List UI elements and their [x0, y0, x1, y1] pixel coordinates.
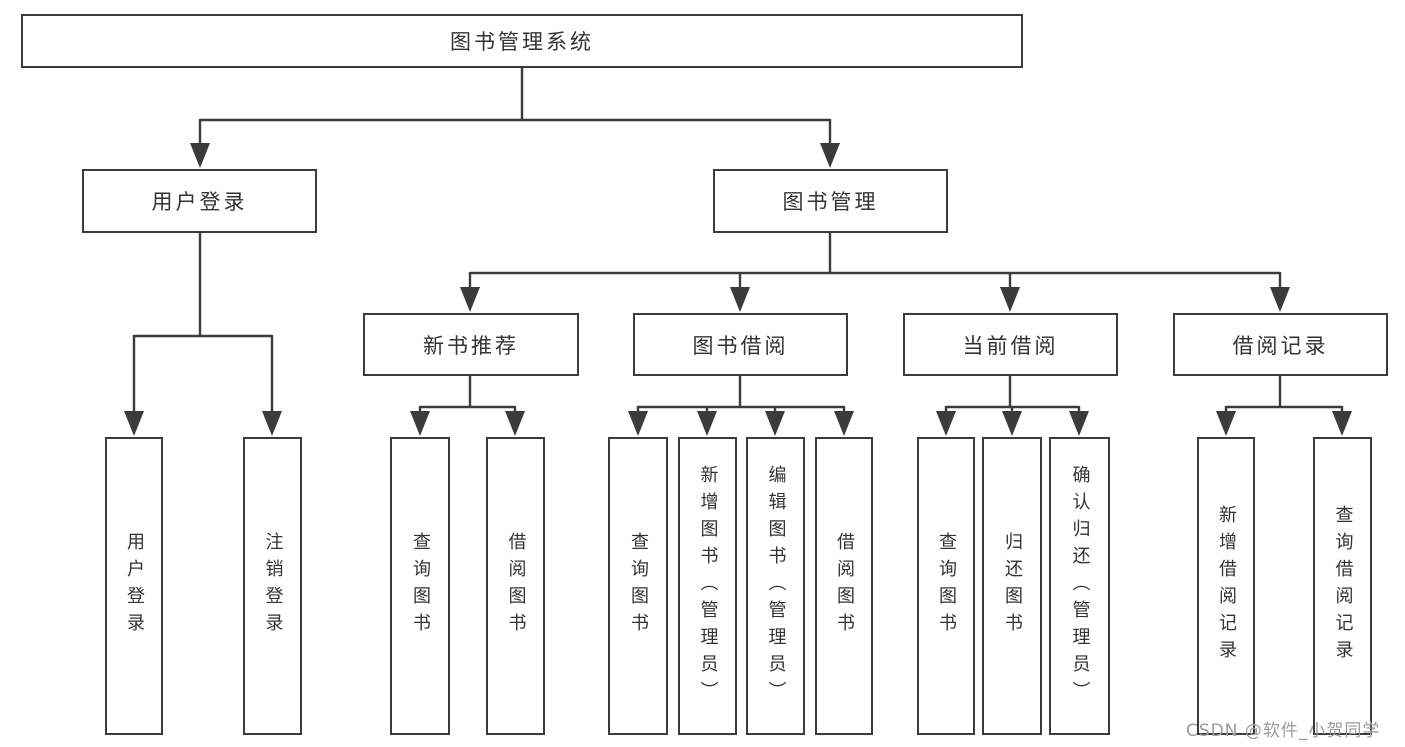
node-label: 确认归还（管理员）	[1069, 464, 1091, 708]
node-leaf-edit-books-admin: 编辑图书（管理员）	[746, 437, 805, 735]
node-label: 新增借阅记录	[1216, 505, 1237, 667]
node-borrow-records: 借阅记录	[1173, 313, 1388, 376]
node-label: 图书管理系统	[450, 30, 594, 54]
node-label: 新书推荐	[423, 333, 519, 358]
node-label: 归还图书	[1002, 532, 1023, 640]
node-label: 编辑图书（管理员）	[765, 464, 787, 708]
node-book-borrowing: 图书借阅	[633, 313, 848, 376]
node-label: 用户登录	[124, 532, 145, 640]
node-label: 图书管理	[782, 190, 879, 214]
node-leaf-confirm-return-admin: 确认归还（管理员）	[1049, 437, 1110, 735]
node-leaf-return-books: 归还图书	[982, 437, 1042, 735]
node-root-library-system: 图书管理系统	[21, 14, 1023, 68]
node-label: 查询图书	[410, 532, 431, 640]
node-leaf-borrow-books-2: 借阅图书	[815, 437, 873, 735]
node-leaf-add-books-admin: 新增图书（管理员）	[678, 437, 737, 735]
node-label: 新增图书（管理员）	[697, 464, 719, 708]
node-user-login: 用户登录	[82, 169, 317, 233]
node-label: 查询借阅记录	[1332, 505, 1354, 667]
node-leaf-query-books-2: 查询图书	[608, 437, 668, 735]
node-label: 注销登录	[262, 532, 284, 640]
node-label: 借阅图书	[834, 532, 855, 640]
node-label: 查询图书	[628, 532, 649, 640]
node-label: 借阅记录	[1232, 333, 1329, 358]
node-label: 当前借阅	[962, 333, 1059, 358]
node-leaf-query-borrow-record: 查询借阅记录	[1313, 437, 1372, 735]
node-leaf-query-books-1: 查询图书	[390, 437, 450, 735]
watermark: CSDN @软件_小贺同学	[1186, 721, 1381, 741]
node-leaf-add-borrow-record: 新增借阅记录	[1197, 437, 1255, 735]
node-leaf-user-login: 用户登录	[105, 437, 163, 735]
node-leaf-query-books-3: 查询图书	[917, 437, 975, 735]
node-label: 图书借阅	[692, 333, 789, 358]
node-current-borrowing: 当前借阅	[903, 313, 1118, 376]
node-leaf-borrow-books-1: 借阅图书	[486, 437, 545, 735]
node-label: 查询图书	[936, 532, 957, 640]
node-label: 借阅图书	[505, 532, 527, 640]
node-leaf-logout: 注销登录	[243, 437, 302, 735]
node-book-management: 图书管理	[713, 169, 948, 233]
node-label: 用户登录	[151, 190, 248, 214]
node-new-book-recommend: 新书推荐	[363, 313, 579, 376]
